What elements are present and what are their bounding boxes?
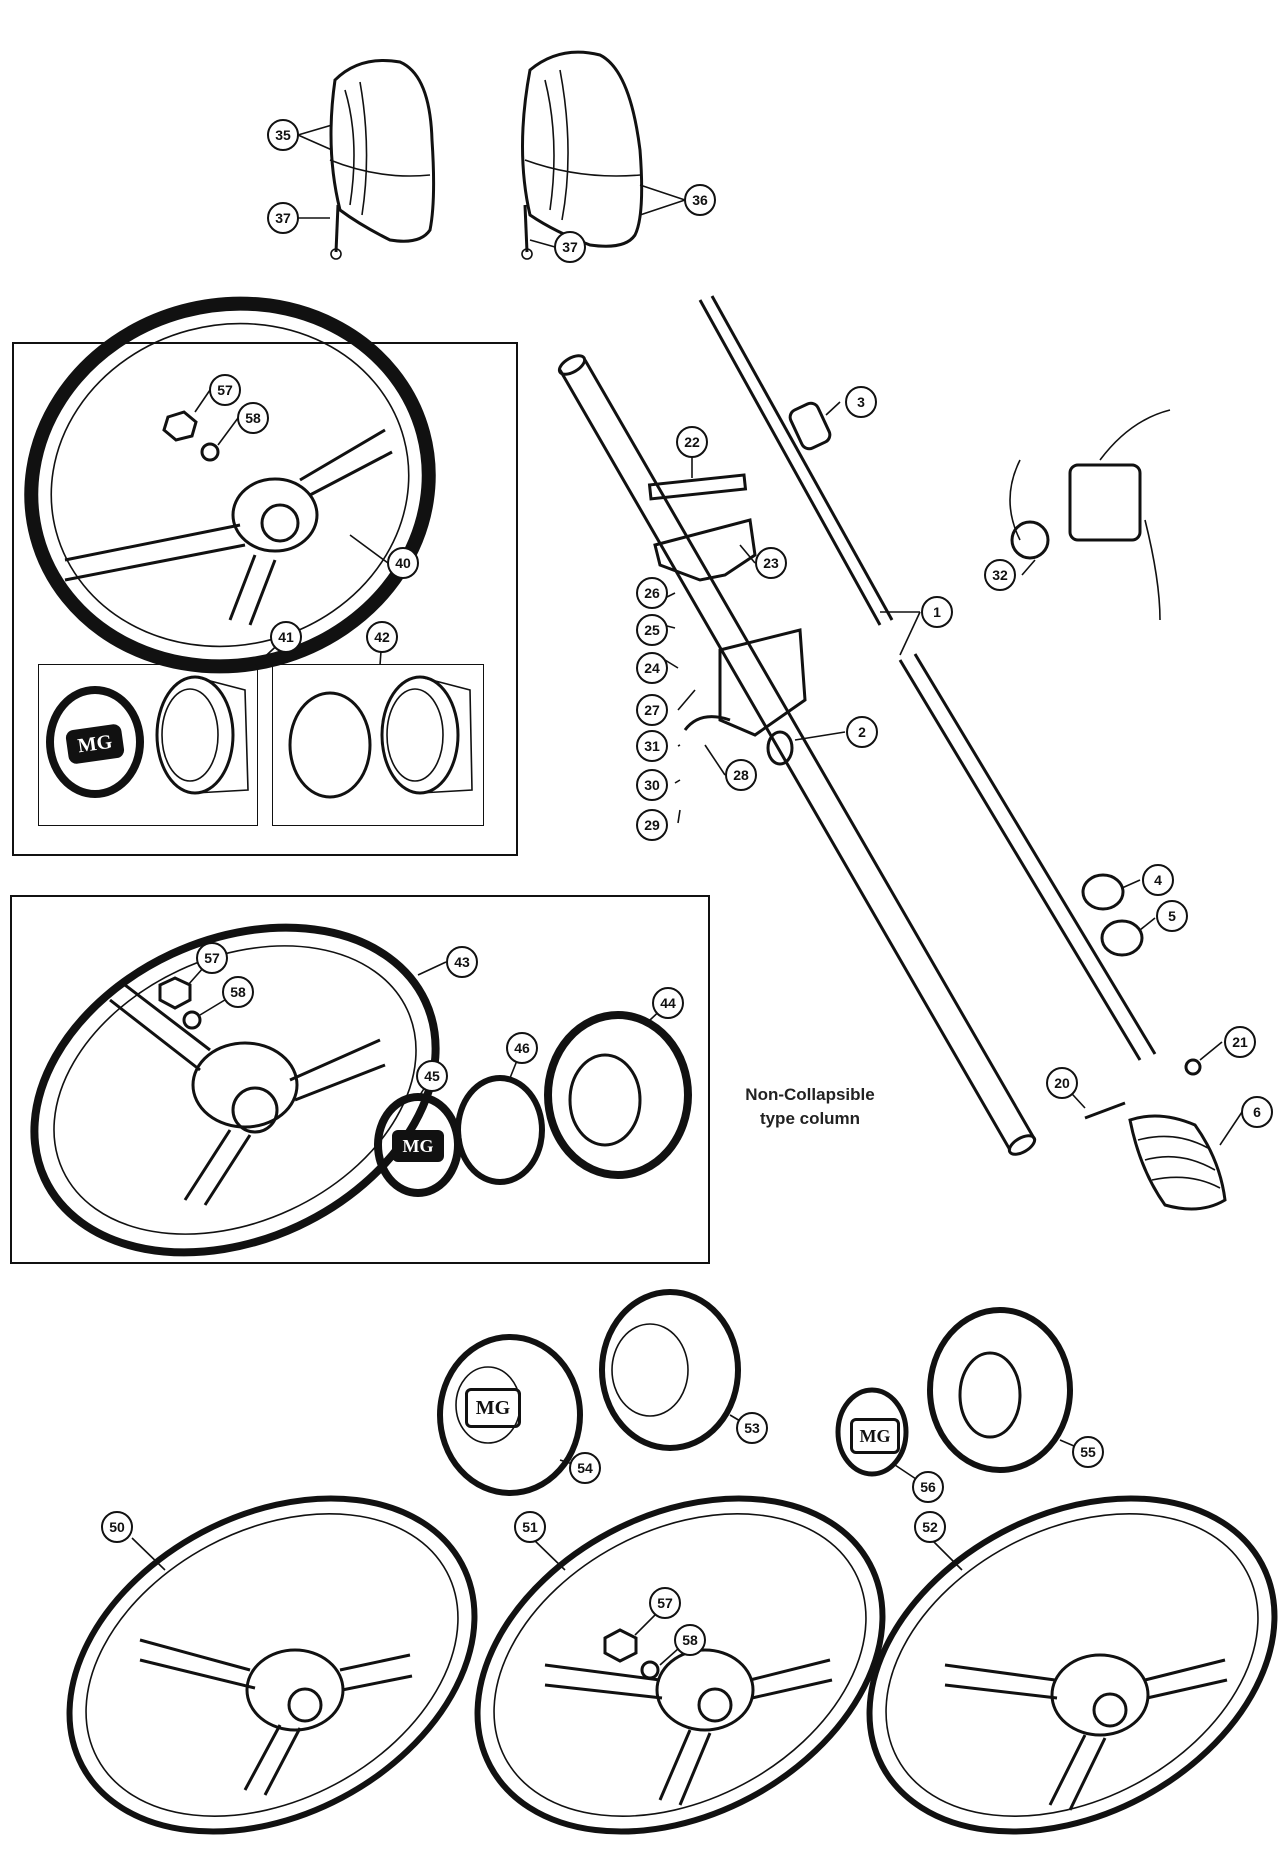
callout-25: 25 xyxy=(636,614,668,646)
bush-4 xyxy=(1081,873,1125,911)
callout-52: 52 xyxy=(914,1511,946,1543)
callout-41: 41 xyxy=(270,621,302,653)
steering-cowl-left xyxy=(329,58,436,243)
mg-badge-54: MG xyxy=(465,1388,521,1428)
horn-ring-53 xyxy=(599,1289,741,1451)
callout-5: 5 xyxy=(1156,900,1188,932)
callout-43: 43 xyxy=(446,946,478,978)
steering-wheel-51 xyxy=(474,1495,886,1835)
steering-wheel-50 xyxy=(66,1495,478,1835)
panel-steering-wheel-40 xyxy=(12,342,518,856)
bracket-27-28 xyxy=(683,628,807,766)
washer-58-c xyxy=(640,1660,660,1680)
callout-37: 37 xyxy=(267,202,299,234)
callout-36: 36 xyxy=(684,184,716,216)
callout-56: 56 xyxy=(912,1471,944,1503)
column-type-caption: Non-Collapsible type column xyxy=(700,1083,920,1131)
nut-57-a xyxy=(162,410,198,442)
panel-steering-wheel-43 xyxy=(10,895,710,1264)
horn-push-41 xyxy=(46,675,249,798)
outer-column-2 xyxy=(557,354,1037,1156)
horn-push-42 xyxy=(288,675,473,799)
washer-58-b xyxy=(182,1010,202,1030)
callout-46: 46 xyxy=(506,1032,538,1064)
callout-27: 27 xyxy=(636,694,668,726)
bolt-20 xyxy=(1084,1101,1126,1120)
callout-58: 58 xyxy=(222,976,254,1008)
panel-horn-push-42 xyxy=(272,664,484,826)
mg-badge-45: MG xyxy=(392,1130,444,1162)
callout-26: 26 xyxy=(636,577,668,609)
steering-wheel-43 xyxy=(30,923,440,1257)
clamp-22 xyxy=(647,473,748,501)
cowl-screw-right xyxy=(521,204,533,260)
horn-ring-44 xyxy=(544,1011,692,1179)
ignition-switch-32 xyxy=(1009,409,1171,621)
callout-22: 22 xyxy=(676,426,708,458)
callout-35: 35 xyxy=(267,119,299,151)
callout-4: 4 xyxy=(1142,864,1174,896)
callout-29: 29 xyxy=(636,809,668,841)
callout-37: 37 xyxy=(554,231,586,263)
callout-57: 57 xyxy=(209,374,241,406)
callout-28: 28 xyxy=(725,759,757,791)
steering-wheel-40 xyxy=(24,296,436,674)
callout-40: 40 xyxy=(387,547,419,579)
caption-line-2: type column xyxy=(759,1109,861,1128)
callout-54: 54 xyxy=(569,1452,601,1484)
cowl-screw-left xyxy=(330,204,342,260)
nut-57-c xyxy=(603,1628,638,1663)
steering-wheel-52 xyxy=(866,1495,1278,1835)
callout-24: 24 xyxy=(636,652,668,684)
leader-lines xyxy=(131,124,1243,1666)
callout-58: 58 xyxy=(674,1624,706,1656)
callout-53: 53 xyxy=(736,1412,768,1444)
callout-32: 32 xyxy=(984,559,1016,591)
horn-push-56 xyxy=(835,1387,909,1477)
bush-3 xyxy=(788,401,832,451)
callout-1: 1 xyxy=(921,596,953,628)
inner-column-1 xyxy=(698,295,1157,1061)
callout-30: 30 xyxy=(636,769,668,801)
callout-23: 23 xyxy=(755,547,787,579)
callout-45: 45 xyxy=(416,1060,448,1092)
callout-58: 58 xyxy=(237,402,269,434)
gaiter-6 xyxy=(1128,1114,1227,1211)
callout-31: 31 xyxy=(636,730,668,762)
callout-50: 50 xyxy=(101,1511,133,1543)
callout-3: 3 xyxy=(845,386,877,418)
callout-21: 21 xyxy=(1224,1026,1256,1058)
caption-line-1: Non-Collapsible xyxy=(745,1085,875,1104)
nut-21 xyxy=(1184,1058,1202,1076)
bracket-23 xyxy=(653,518,757,582)
nut-57-b xyxy=(158,976,192,1010)
mg-badge-56: MG xyxy=(850,1418,900,1454)
callout-44: 44 xyxy=(652,987,684,1019)
callout-57: 57 xyxy=(196,942,228,974)
horn-ring-55 xyxy=(927,1307,1073,1473)
callout-55: 55 xyxy=(1072,1436,1104,1468)
horn-push-46 xyxy=(455,1075,545,1185)
steering-cowl-right xyxy=(521,50,644,248)
callout-2: 2 xyxy=(846,716,878,748)
callout-42: 42 xyxy=(366,621,398,653)
callout-6: 6 xyxy=(1241,1096,1273,1128)
callout-20: 20 xyxy=(1046,1067,1078,1099)
callout-51: 51 xyxy=(514,1511,546,1543)
bush-5 xyxy=(1100,919,1144,957)
callout-57: 57 xyxy=(649,1587,681,1619)
panel-horn-push-41 xyxy=(38,664,258,826)
washer-58-a xyxy=(200,442,220,462)
